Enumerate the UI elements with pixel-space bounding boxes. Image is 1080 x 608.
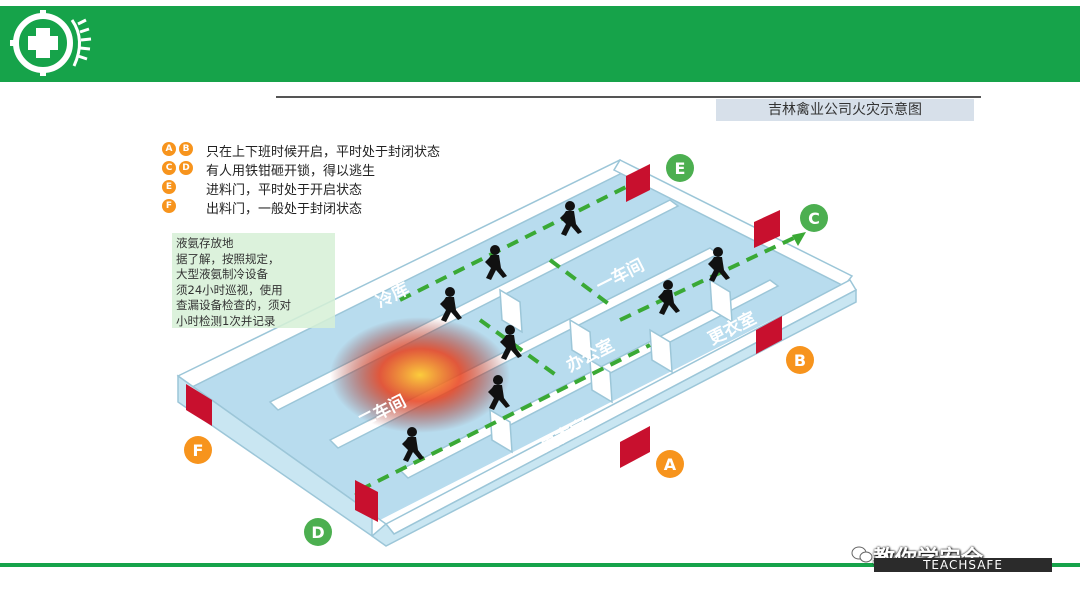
badge-b: B — [786, 346, 814, 374]
badge-d: D — [304, 518, 332, 546]
badge-f: F — [184, 436, 212, 464]
badge-a-label: A — [664, 455, 677, 474]
badge-f-label: F — [193, 441, 204, 460]
note-line: 大型液氨制冷设备 — [176, 267, 331, 283]
safety-cross-logo-icon — [8, 8, 98, 78]
watermark-english: TEACHSAFE — [874, 558, 1052, 572]
wechat-icon — [851, 546, 873, 564]
badge-e: E — [666, 154, 694, 182]
note-line: 须24小时巡视，使用 — [176, 283, 331, 299]
badge-c: C — [800, 204, 828, 232]
ammonia-note: 液氨存放地 据了解，按照规定， 大型液氨制冷设备 须24小时巡视，使用 查漏设备… — [172, 233, 335, 328]
title-rule — [276, 96, 981, 98]
note-line: 查漏设备检查的，须对 — [176, 298, 331, 314]
badge-c-label: C — [808, 209, 820, 228]
door-a — [620, 426, 650, 468]
note-line: 小时检测1次并记录 — [176, 314, 331, 329]
note-line: 据了解，按照规定， — [176, 252, 331, 268]
note-line: 液氨存放地 — [176, 236, 331, 252]
badge-b-label: B — [794, 351, 806, 370]
floor-plan: E C B A D F 冷库 一车间 二车间 办公室 更衣室 更衣室 — [150, 140, 870, 560]
badge-a: A — [656, 450, 684, 478]
diagram-title: 吉林禽业公司火灾示意图 — [716, 99, 974, 121]
header-bar — [0, 6, 1080, 82]
badge-e-label: E — [675, 159, 686, 178]
badge-d-label: D — [311, 523, 324, 542]
